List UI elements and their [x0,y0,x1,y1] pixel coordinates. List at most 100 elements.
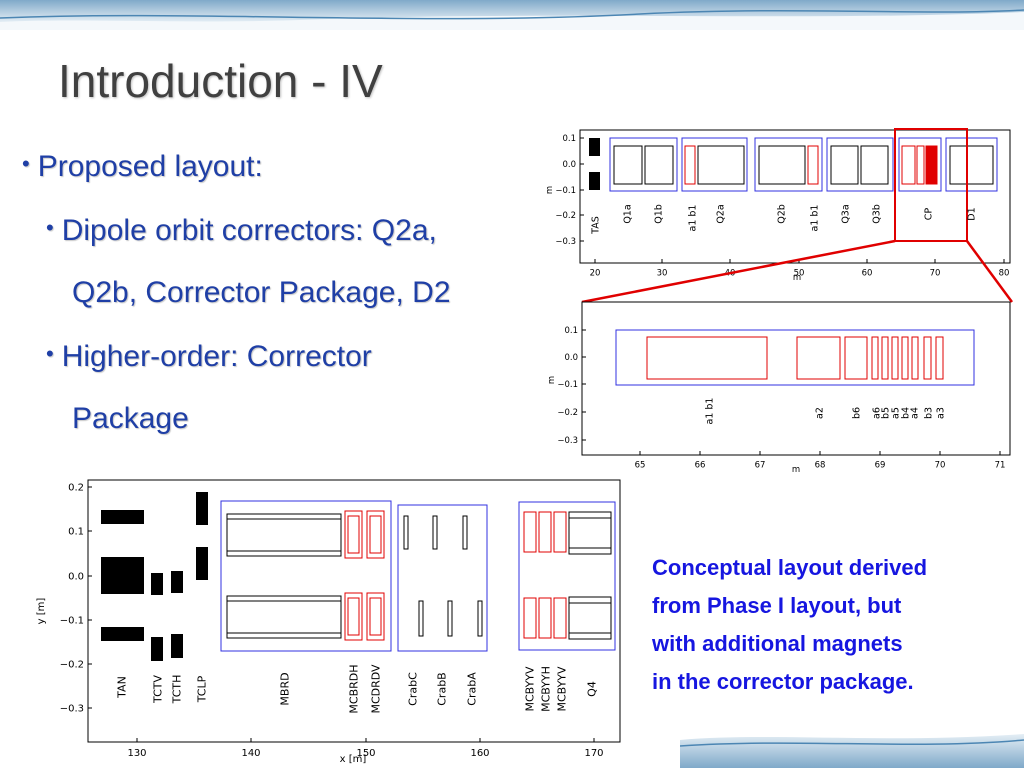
element-label: CrabC [407,672,420,706]
caption-line: Conceptual layout derived [652,555,928,580]
y-tick-label: −0.2 [60,660,84,671]
caption-line: in the corrector package. [652,669,914,694]
element-label: b4 [901,407,912,419]
element-label: a1 b1 [810,205,821,232]
cp-cryostat [615,329,975,386]
element-label: TCLP [196,675,209,703]
cp-corrector [901,145,916,185]
mcbrdh-bore [347,515,360,554]
element-label: MCDRDV [370,664,383,714]
q2b-magnet [758,145,806,185]
q2b-cryostat [754,137,823,192]
x-tick-label: 150 [356,748,375,759]
craba-cavity [477,600,483,637]
element-label: Q3a [841,204,852,223]
mcdrdv-bore [369,597,382,636]
mcbyyh-corrector [538,597,552,639]
element-label: TCTH [171,675,184,705]
corrector-b4 [901,336,909,380]
crab-cryostat [397,504,488,652]
element-label: Q2b [777,204,788,224]
cp-cryostat [898,137,942,192]
y-tick-label: 0.0 [562,160,576,170]
element-label: Q3b [872,204,883,224]
element-label: a1 b1 [688,205,699,232]
corrector-a4 [911,336,919,380]
crabb-cavity [432,515,438,550]
corrector-a1b1 [807,145,819,185]
tan-block [101,627,144,641]
element-label: MCBYYH [540,666,553,712]
crabc-cavity [403,515,409,550]
bullet-text: Proposed layout: [37,150,263,183]
q2a-cryostat [681,137,748,192]
y-tick-label: 0.0 [564,353,578,363]
tas-block [589,172,600,190]
plot-frame [581,301,1011,456]
corrector-a6 [871,336,879,380]
mcdrdv-corrector [366,592,385,641]
q1b-magnet [644,145,674,185]
x-tick-label: 130 [127,748,146,759]
craba-cavity [462,515,468,550]
q4-bore [568,517,612,549]
mcbyyv-corrector [523,511,537,553]
x-tick-label: 30 [657,269,668,279]
y-tick-label: 0.0 [68,572,84,583]
y-tick-label: 0.1 [68,527,84,538]
caption-text: Conceptual layout derived from Phase I l… [652,549,1012,701]
corrector-b3 [923,336,932,380]
x-tick-label: 160 [470,748,489,759]
crabc-cavity [418,600,424,637]
y-tick-label: 0.2 [68,483,84,494]
q3-cryostat [826,137,894,192]
y-tick-label: −0.1 [60,616,84,627]
bullet-item: •Dipole orbit correctors: Q2a, [46,214,437,248]
element-label: CrabA [466,672,479,706]
caption-line: from Phase I layout, but [652,593,902,618]
element-label: TAS [591,216,602,235]
x-tick-label: 70 [930,269,941,279]
magnet-elements [589,128,998,242]
tctv-block [151,637,163,661]
element-label: MCBYYV [556,666,569,712]
crabb-cavity [447,600,453,637]
q3a-magnet [830,145,859,185]
y-tick-label: −0.2 [557,408,578,418]
y-tick-label: −0.2 [555,211,576,221]
y-axis-label: y [m] [36,598,47,625]
element-label: CP [924,208,935,221]
x-axis-label: m [793,273,801,283]
tcth-block [171,571,183,593]
mcbrdh-corrector [344,510,363,559]
corrector-a2 [796,336,841,380]
mcbyyv-corrector [553,511,567,553]
x-tick-label: 20 [590,269,601,279]
element-label: Q4 [586,681,599,697]
zoom-box [894,128,968,242]
q1-cryostat [609,137,678,192]
tclp-block [196,492,208,525]
x-tick-label: 69 [875,461,886,471]
y-tick-label: −0.1 [557,380,578,390]
mcbrdh-corrector [344,592,363,641]
y-tick-label: −0.3 [555,237,576,247]
element-label: a3 [936,407,947,419]
element-label: a6 [872,407,883,419]
mcdrdv-corrector [366,510,385,559]
bullet-item: •Proposed layout: [22,150,263,184]
element-label: Q1b [654,204,665,224]
element-label: a5 [891,407,902,419]
element-label: MCBRDH [348,664,361,713]
element-label: b6 [852,407,863,419]
element-label: b3 [924,407,935,419]
corrector-a3 [935,336,944,380]
bullet-text: Dipole orbit correctors: Q2a, [61,214,437,247]
x-tick-label: 40 [725,269,736,279]
bullet-continuation: Package [72,402,189,435]
x-tick-label: 67 [755,461,766,471]
element-label: MCBYYV [524,666,537,712]
